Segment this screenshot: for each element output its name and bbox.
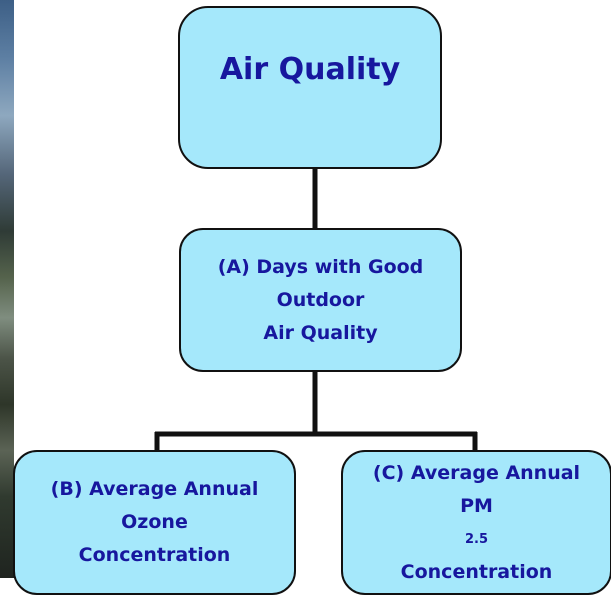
node-air-quality-label: Air Quality xyxy=(219,51,401,87)
background-photo-strip xyxy=(0,0,14,578)
node-pm25-concentration: (C) Average Annual PM 2.5 Concentration xyxy=(341,450,611,595)
node-a-line2: Outdoor xyxy=(276,288,365,311)
node-b-line3: Concentration xyxy=(78,544,231,566)
node-b-line1: (B) Average Annual xyxy=(50,478,259,500)
node-a-line3: Air Quality xyxy=(263,321,378,344)
node-c-line1: (C) Average Annual xyxy=(372,461,581,484)
node-c-pm-subscript: 2.5 xyxy=(464,531,488,547)
node-c-line2: PM 2.5 xyxy=(373,490,580,556)
node-days-good-air-quality: (A) Days with Good Outdoor Air Quality xyxy=(179,228,462,372)
node-b-line2: Ozone xyxy=(121,511,188,533)
node-c-line3: Concentration xyxy=(400,560,553,583)
node-ozone-concentration: (B) Average Annual Ozone Concentration xyxy=(13,450,296,595)
node-a-line1: (A) Days with Good xyxy=(217,255,424,278)
node-air-quality: Air Quality xyxy=(178,6,442,169)
node-c-pm-label: PM xyxy=(460,494,493,517)
